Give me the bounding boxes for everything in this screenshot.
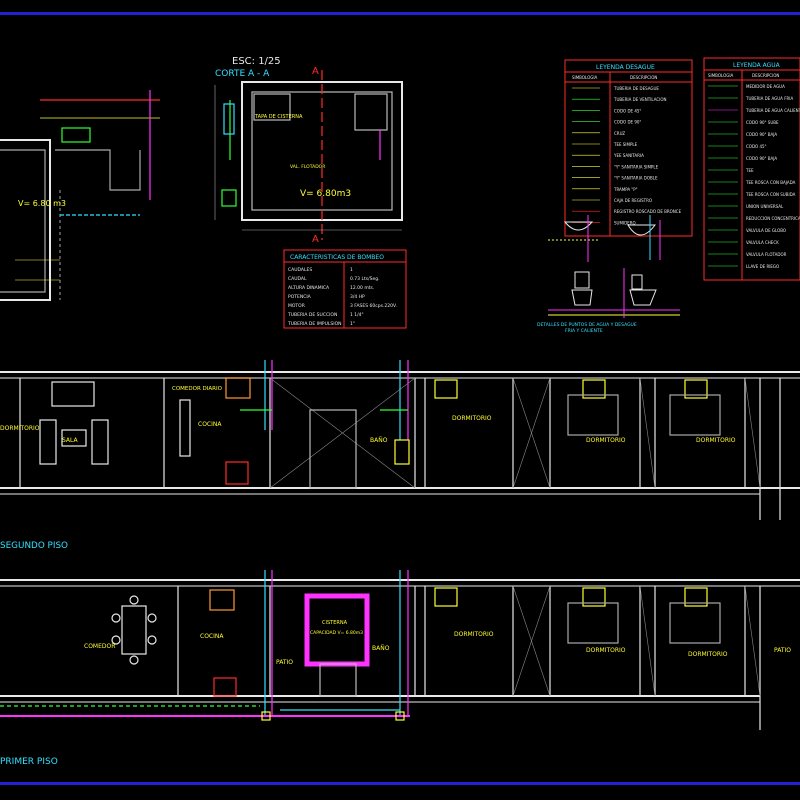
room-cocina-2f: COCINA [198,421,222,428]
legend-drainage-item: SUMIDERO [614,220,636,225]
cistern-lid-label: TAPA DE CISTERNA [254,114,303,120]
cistern-plan-volume: V= 6.80m3 [300,189,351,199]
legend-water-item: REDUCCION CONCENTRICA [746,216,800,221]
pump-table-title: CARACTERISTICAS DE BOMBEO [290,254,384,261]
legend-water-item: LLAVE DE RIEGO [746,264,779,269]
legend-drainage-table: LEYENDA DESAGUE SIMBOLOGIA DESCRIPCION T… [564,59,693,237]
frame-bottom-line [0,782,800,785]
pump-table-value: 1" [350,321,355,327]
pump-table-value: 12.00 mts. [350,285,374,291]
room-comedor-1f: COMEDOR [84,643,115,650]
room-patio-right-1f: PATIO [774,647,791,654]
room-dorm3-2f: DORMITORIO [696,437,736,444]
legend-water-title: LEYENDA AGUA [733,62,781,69]
room-dorm3-1f: DORMITORIO [688,651,728,658]
plumbing-fixture-details [548,215,680,318]
room-dorm2-1f: DORMITORIO [586,647,626,654]
legend-water-item: CODO 90° BAJA [746,132,777,137]
second-floor-plan [0,360,800,520]
pump-characteristics-table: CARACTERISTICAS DE BOMBEO CAUDALES 1CAUDA… [283,249,407,329]
section-mark-bottom: A [312,234,319,245]
legend-water-item: TUBERIA DE AGUA FRIA [745,96,793,101]
cisterna-capacity-1f: CAPACIDAD V= 6.80m3 [310,630,363,636]
legend-water-col-desc: DESCRIPCION [752,73,779,78]
pump-table-value: 1 1/4" [350,312,364,318]
legend-drainage-item: TUBERIA DE DESAGUE [613,86,659,91]
room-sala-2f: SALA [62,437,79,444]
legend-drainage-item: "Y" SANITARIA DOBLE [614,176,658,181]
pump-table-value: 3 FASES 60cps.220V. [350,303,397,309]
first-floor-plan [0,570,800,730]
pump-table-value: 0.73 Lts/Seg. [350,276,380,282]
legend-drainage-col-symbol: SIMBOLOGIA [572,75,598,80]
legend-water-item: VALVULA FLOTADOR [746,252,787,257]
float-valve-label: VAL. FLOTADOR [290,164,325,170]
legend-water-item: TUBERIA DE AGUA CALIENTE [745,108,800,113]
detail-caption-line2: FRIA Y CALIENTE [565,328,603,334]
legend-water-item: TEE [745,168,754,173]
legend-water-item: VALVULA CHECK [746,240,779,245]
legend-water-item: CODO 90° SUBE [746,120,779,125]
room-bano-2f: BAÑO [370,437,388,444]
pump-table-param: CAUDAL [288,276,307,282]
floor-label-second: SEGUNDO PISO [0,541,68,551]
legend-drainage-item: CODO DE 90° [614,120,641,125]
legend-water-item: VALVULA DE GLOBO [746,228,786,233]
legend-drainage-item: CODO DE 45° [614,108,641,113]
floor-label-first: PRIMER PISO [0,757,58,767]
room-patio-1f: PATIO [276,659,293,666]
legend-water-table: LEYENDA AGUA SIMBOLOGIA DESCRIPCION MEDI… [703,57,800,281]
cistern-plan-drawing [214,70,403,240]
room-dorm1-1f: DORMITORIO [454,631,494,638]
legend-drainage-item: TUBERIA DE VENTILACION [613,97,666,102]
pump-table-value: 1 [350,267,353,273]
frame-top-line [0,12,800,15]
pump-table-param: CAUDALES [288,267,312,273]
legend-water-item: TEE ROSCA CON SUBIDA [745,192,796,197]
legend-drainage-item: TRAMPA "P" [613,187,638,192]
cisterna-label-1f: CISTERNA [322,620,348,626]
section-title: CORTE A - A [215,69,270,79]
section-mark-top: A [312,66,319,77]
legend-drainage-col-desc: DESCRIPCION [630,75,657,80]
room-cocina-1f: COCINA [200,633,224,640]
legend-water-item: TEE ROSCA CON BAJADA [745,180,796,185]
legend-drainage-item: REGISTRO ROSCADO DE BRONCE [614,209,682,214]
legend-drainage-item: CAJA DE REGISTRO [614,198,652,203]
legend-water-item: MEDIDOR DE AGUA [746,84,785,89]
pump-table-param: ALTURA DINAMICA [288,285,330,291]
legend-water-item: CODO 90° BAJA [746,156,777,161]
cistern-section-volume: V= 6.80 m3 [18,199,66,208]
room-dormitorio-left-2f: DORMITORIO [0,425,40,432]
room-dorm2-2f: DORMITORIO [586,437,626,444]
pump-table-param: POTENCIA [288,294,312,300]
legend-drainage-item: "Y" SANITARIA SIMPLE [614,164,659,169]
drawing-scale: ESC: 1/25 [232,56,281,67]
legend-drainage-item: TEE SIMPLE [613,142,638,147]
legend-drainage-item: YEE SANITARIA [613,153,644,158]
legend-drainage-item: CRUZ [614,131,625,136]
legend-water-item: CODO 45° [746,144,767,149]
detail-caption-line1: DETALLES DE PUNTOS DE AGUA Y DESAGUE [537,322,637,328]
legend-water-col-symbol: SIMBOLOGIA [708,73,734,78]
pump-table-param: MOTOR [288,303,305,309]
cistern-section-drawing [0,90,160,301]
pump-table-param: TUBERIA DE SUCCION [287,312,337,318]
room-bano-1f: BAÑO [372,645,390,652]
pump-table-param: TUBERIA DE IMPULSION [287,321,342,327]
legend-water-item: UNION UNIVERSAL [746,204,784,209]
legend-drainage-title: LEYENDA DESAGUE [596,64,655,71]
pump-table-value: 3/4 HP [350,294,365,300]
room-dorm1-2f: DORMITORIO [452,415,492,422]
room-comedor-diario-2f: COMEDOR DIARIO [172,386,223,392]
